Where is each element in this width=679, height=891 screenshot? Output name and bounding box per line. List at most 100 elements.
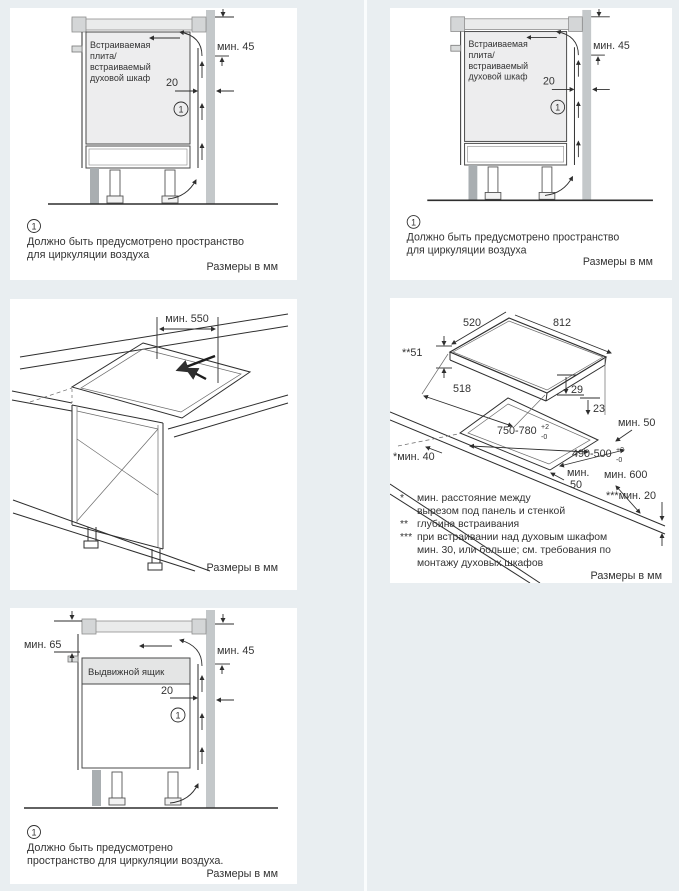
drawer-side-diagram: мин. 65 мин. 45 Выдвижной ящик 20 1 1 До… <box>24 610 278 880</box>
dim-min-40-label: *мин. 40 <box>393 451 435 463</box>
dimension-marks <box>175 9 234 94</box>
wall <box>206 10 215 204</box>
dim-min-550 <box>156 317 219 383</box>
appliance-label-line2: плита/ <box>468 50 495 60</box>
caption-callout-number: 1 <box>31 222 36 232</box>
note-line1: Должно быть предусмотрено пространство <box>27 236 244 248</box>
units-note: Размеры в мм <box>207 562 278 574</box>
support <box>468 164 478 201</box>
wall <box>582 9 592 201</box>
cutout-depth-label: 490-500 <box>572 448 612 460</box>
dim-min-45-label: мин. 45 <box>217 645 254 657</box>
footnote-tstar-marker: *** <box>400 532 412 543</box>
callout-number: 1 <box>178 105 183 115</box>
caption: 1 Должно быть предусмотрено пространство… <box>27 825 223 867</box>
caption: 1 Должно быть предусмотрено пространство… <box>407 215 620 256</box>
dim-min-50-bottom-line2: 50 <box>570 479 582 491</box>
support <box>90 168 99 204</box>
column-divider <box>364 0 367 891</box>
footnotes: * мин. расстояние между вырезом под пане… <box>400 493 611 569</box>
footnote-dstar-line1: глубина встраивания <box>417 518 519 530</box>
dim-min-65-label: мин. 65 <box>24 639 61 651</box>
callout-circle <box>173 101 189 117</box>
plinth-drawer <box>464 142 568 166</box>
dim-518-label: 518 <box>453 383 471 395</box>
vent-arrows <box>175 354 216 381</box>
airflow-arrows <box>139 638 205 804</box>
drawer-handle <box>67 655 79 663</box>
drawer-label: Выдвижной ящик <box>88 667 165 678</box>
dimension-marks <box>551 8 610 92</box>
footnote-tstar-line1: при встраивании над духовым шкафом <box>417 531 607 543</box>
dim-gap-20-label: 20 <box>166 77 178 89</box>
note-line1: Должно быть предусмотрено пространство <box>407 232 620 244</box>
dim-min-550-label: мин. 550 <box>165 313 208 325</box>
dim-gap-20-label: 20 <box>161 685 173 697</box>
callout-circle <box>550 99 566 115</box>
oven-handle <box>71 45 83 53</box>
footnote-star-marker: * <box>400 493 404 504</box>
note-line1: Должно быть предусмотрено <box>27 842 173 854</box>
support <box>92 770 101 806</box>
cabinet <box>71 31 199 204</box>
appliance-label-line3: встраиваемый <box>90 62 151 72</box>
dimension-marks <box>54 611 234 703</box>
appliance-label-line4: духовой шкаф <box>468 72 527 82</box>
panel-top-right: Встраиваемая плита/ встраиваемый духовой… <box>390 8 672 280</box>
drawer-box <box>81 657 191 685</box>
appliance-label-line1: Встраиваемая <box>90 40 151 50</box>
caption-callout-number: 1 <box>411 217 416 227</box>
leg <box>109 169 121 197</box>
worktop-cutout-perspective-diagram: мин. 550 Размеры в мм <box>11 313 289 574</box>
caption: 1 Должно быть предусмотрено пространство… <box>27 219 244 261</box>
countertop <box>81 618 207 635</box>
cabinet <box>450 31 575 201</box>
panel-bottom-left: мин. 65 мин. 45 Выдвижной ящик 20 1 1 До… <box>10 608 297 884</box>
units-note: Размеры в мм <box>207 261 278 273</box>
built-in-oven-side-diagram: Встраиваемая плита/ встраиваемый духовой… <box>27 9 278 273</box>
footnote-tstar-line3: монтажу духовых шкафов <box>417 557 544 569</box>
appliance-label-line1: Встраиваемая <box>468 39 527 49</box>
dim-812-label: 812 <box>553 317 571 329</box>
dim-min-50-bottom-line1: мин. <box>567 467 589 479</box>
airflow-arrows <box>526 29 581 196</box>
panel-top-left: Встраиваемая плита/ встраиваемый духовой… <box>10 8 297 280</box>
dim-min-45-label: мин. 45 <box>217 41 254 53</box>
leg <box>541 166 553 193</box>
callout-circle <box>170 707 186 723</box>
dimension-marks <box>421 311 665 546</box>
countertop <box>71 16 207 33</box>
cutout-width-tol-plus: +2 <box>541 424 549 431</box>
callout-number: 1 <box>555 103 560 113</box>
countertop <box>450 16 583 32</box>
dim-29-label: 29 <box>571 384 583 396</box>
cutout-depth-tol-plus: +2 <box>616 447 624 454</box>
airflow-arrows <box>149 30 205 200</box>
cabinet <box>67 634 199 806</box>
built-in-oven-side-diagram: Встраиваемая плита/ встраиваемый духовой… <box>407 8 653 268</box>
appliance-label-line3: встраиваемый <box>468 61 528 71</box>
cooktop-dimensions-diagram: 520 812 **51 518 29 23 мин. 50 750-780 +… <box>390 311 666 583</box>
leg <box>164 169 176 197</box>
appliance-label-line2: плита/ <box>90 51 117 61</box>
leg <box>167 771 179 799</box>
panel-middle-right: 520 812 **51 518 29 23 мин. 50 750-780 +… <box>390 298 672 583</box>
footnote-star-line2: вырезом под панель и стенкой <box>417 506 565 517</box>
dim-gap-20-label: 20 <box>543 76 555 88</box>
counter-edges <box>390 411 666 583</box>
callout-number: 1 <box>175 711 180 721</box>
cooktop <box>448 317 608 402</box>
dim-51-label: **51 <box>402 347 422 359</box>
floor-and-legs <box>12 499 211 572</box>
oven-handle <box>450 44 462 52</box>
units-note: Размеры в мм <box>583 256 653 268</box>
cutout-width-tol-minus: -0 <box>541 434 547 441</box>
note-line2: пространство для циркуляции воздуха. <box>27 855 223 867</box>
cutout <box>29 342 252 419</box>
cutout-width-label: 750-780 <box>497 425 537 437</box>
footnote-star-line1: мин. расстояние между <box>417 493 531 504</box>
footnote-dstar-marker: ** <box>400 519 408 530</box>
dim-520-label: 520 <box>463 317 481 329</box>
dim-23-label: 23 <box>593 403 605 415</box>
